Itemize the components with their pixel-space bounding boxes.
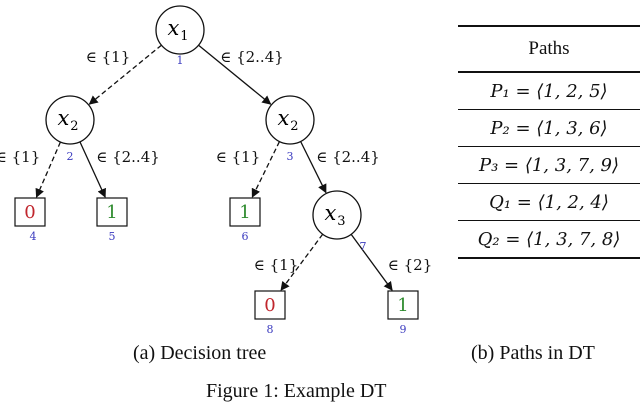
figure-caption: Figure 1: Example DT [206,380,387,402]
node-index: 9 [400,323,407,336]
table-row: Q₁ = ⟨1, 2, 4⟩ [458,183,640,221]
edge-2-4 [35,141,62,198]
path-q2: Q₂ = ⟨1, 3, 7, 8⟩ [477,228,621,250]
node-index: 6 [242,230,249,243]
subcaption-decision-tree: (a) Decision tree [133,342,267,364]
path-p2: P₂ = ⟨1, 3, 6⟩ [458,109,640,147]
edge-1-3 [198,44,272,105]
decision-node [265,95,315,145]
leaf-value: 0 [24,202,35,223]
edge-label: ∈ {2..4} [316,148,380,166]
edge-2-5 [79,141,106,198]
edge-label: ∈ {2..4} [220,48,284,66]
edge-label: ∈ {2} [388,256,433,274]
node-index: 2 [67,150,74,163]
edge-3-6 [251,141,281,198]
node-index: 7 [360,240,367,253]
node-index: 1 [177,54,184,67]
node-index: 4 [30,230,37,243]
leaf-node [229,197,261,227]
leaf-node [96,197,128,227]
edge-label: ∈ {1} [0,148,40,166]
node-index: 8 [267,323,274,336]
decision-node [45,95,95,145]
path-q1: Q₁ = ⟨1, 2, 4⟩ [458,183,640,221]
decision-node [312,190,362,240]
decision-node [155,5,205,55]
leaf-node [387,290,419,320]
leaf-value: 1 [397,295,408,316]
table-row: P₂ = ⟨1, 3, 6⟩ [458,109,640,147]
path-p3: P₃ = ⟨1, 3, 7, 9⟩ [458,146,640,184]
edge-label: ∈ {2..4} [96,148,160,166]
table-row: P₁ = ⟨1, 2, 5⟩ [458,72,640,110]
edge-7-9 [350,233,393,291]
subcaption-paths: (b) Paths in DT [471,342,595,364]
edge-label: ∈ {1} [254,256,299,274]
leaf-node [14,197,46,227]
leaf-value: 0 [264,295,275,316]
paths-table-header: Paths [458,26,640,73]
node-index: 5 [109,230,116,243]
leaf-value: 1 [106,202,117,223]
table-row: P₃ = ⟨1, 3, 7, 9⟩ [458,146,640,184]
leaf-value: 1 [239,202,250,223]
paths-table: Paths P₁ = ⟨1, 2, 5⟩ P₂ = ⟨1, 3, 6⟩ P₃ =… [458,25,640,259]
leaf-node [254,290,286,320]
path-p1: P₁ = ⟨1, 2, 5⟩ [458,72,640,110]
edge-7-8 [280,233,324,291]
edge-label: ∈ {1} [86,48,131,66]
edge-label: ∈ {1} [216,148,261,166]
edge-3-7 [300,141,327,194]
table-row: Q₂ = ⟨1, 3, 7, 8⟩ [458,221,640,259]
decision-tree-diagram: ∈ {1} ∈ {2..4} ∈ {1} ∈ {2..4} ∈ {1} ∈ {2..4} ∈… [0,5,433,336]
node-index: 3 [287,150,294,163]
